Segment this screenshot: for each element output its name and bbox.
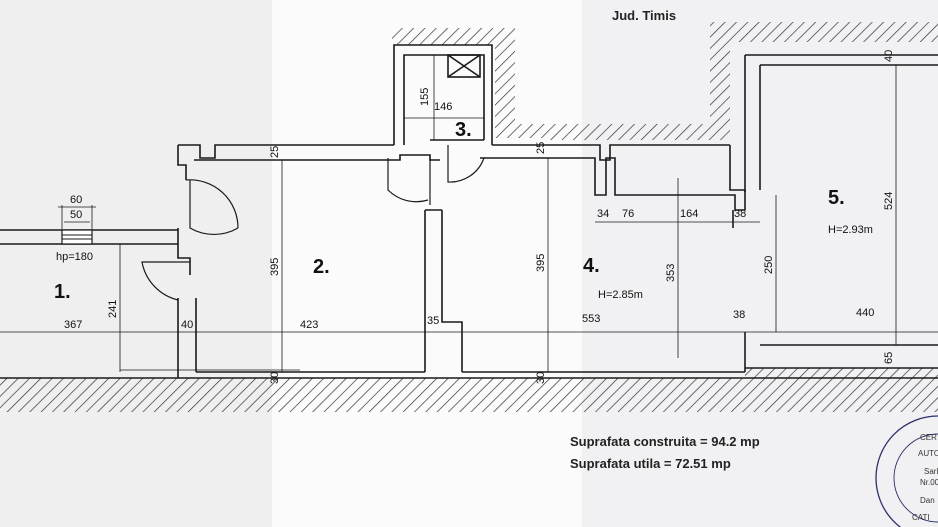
dim-164: 164 (680, 208, 698, 220)
dim-30-room-4: 30 (535, 372, 547, 384)
dim-367: 367 (64, 319, 82, 331)
dimension-lines (0, 55, 938, 372)
room-number-3: 3. (455, 119, 472, 141)
dim-25-room-4: 25 (535, 142, 547, 154)
dim-40-room-5: 40 (883, 50, 895, 62)
dim-38-top: 38 (734, 208, 746, 220)
dim-76: 76 (622, 208, 634, 220)
dim-241: 241 (107, 300, 119, 318)
dim-250: 250 (763, 256, 775, 274)
svg-text:CER: CER (920, 433, 937, 442)
dim-25-room-2: 25 (269, 146, 281, 158)
ground-hatch (0, 378, 938, 412)
room-5-height: H=2.93m (828, 224, 873, 236)
certification-stamp: CER AUTO Sarl Nr.000 Dan CATI (875, 415, 938, 527)
dim-155: 155 (419, 88, 431, 106)
dim-38-bottom: 38 (733, 309, 745, 321)
dim-146: 146 (434, 101, 452, 113)
window-sill-height: hp=180 (56, 251, 93, 263)
dim-35: 35 (427, 315, 439, 327)
dim-30-room-2: 30 (269, 372, 281, 384)
dim-553: 553 (582, 313, 600, 325)
dim-524: 524 (883, 192, 895, 210)
dim-395-room-4: 395 (535, 254, 547, 272)
svg-text:Sarl: Sarl (924, 467, 938, 476)
hatch-top-right (545, 22, 938, 140)
window-inner-width: 50 (70, 209, 82, 221)
doors (141, 145, 485, 301)
svg-text:AUTO: AUTO (918, 449, 938, 458)
dim-395-room-2: 395 (269, 258, 281, 276)
room-number-4: 4. (583, 255, 600, 277)
svg-text:CATI: CATI (912, 513, 930, 522)
window-room-1 (58, 205, 96, 245)
usable-area: Suprafata utila = 72.51 mp (570, 456, 731, 471)
room-number-1: 1. (54, 281, 71, 303)
dim-34: 34 (597, 208, 609, 220)
room-4-height: H=2.85m (598, 289, 643, 301)
walls (0, 44, 938, 379)
dim-440: 440 (856, 307, 874, 319)
room-number-2: 2. (313, 256, 330, 278)
hatch-bottom-right (745, 368, 938, 378)
room-number-5: 5. (828, 187, 845, 209)
county-header: Jud. Timis (612, 8, 676, 23)
hatch-top-room3 (392, 28, 545, 138)
paper-sheet-middle (272, 0, 582, 527)
paper-sheet-left (0, 0, 272, 527)
dim-40-wall: 40 (181, 319, 193, 331)
built-area: Suprafata construita = 94.2 mp (570, 434, 760, 449)
svg-text:Dan: Dan (920, 496, 935, 505)
dim-65: 65 (883, 352, 895, 364)
door-swing-room-2 (189, 180, 239, 235)
window-outer-width: 60 (70, 194, 82, 206)
dim-353: 353 (665, 264, 677, 282)
dim-423: 423 (300, 319, 318, 331)
svg-text:Nr.000: Nr.000 (920, 478, 938, 487)
